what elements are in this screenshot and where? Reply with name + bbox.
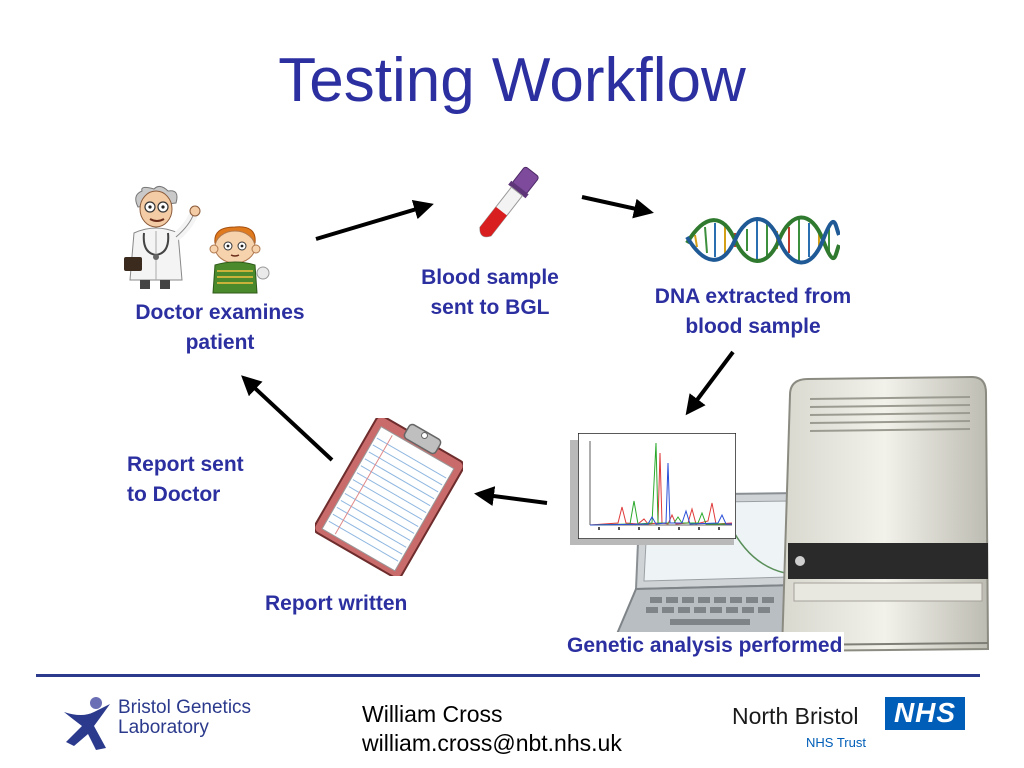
analysis-step-label: Genetic analysis performed xyxy=(565,632,845,660)
blood-label-line1: Blood sample xyxy=(421,266,559,289)
contact-email[interactable]: william.cross@nbt.nhs.uk xyxy=(362,730,622,756)
report-written-label: Report written xyxy=(265,592,408,615)
footer-contact: William Cross william.cross@nbt.nhs.uk xyxy=(362,700,622,758)
footer-rule xyxy=(36,674,980,677)
dna-step-label: DNA extracted from blood sample xyxy=(618,282,888,342)
slide-title: Testing Workflow xyxy=(278,46,746,115)
nhs-badge: NHS xyxy=(885,697,965,730)
bgl-line2: Laboratory xyxy=(118,717,209,738)
patient-icon xyxy=(209,226,270,294)
chromatogram-icon xyxy=(578,433,736,539)
bgl-line1: Bristol Genetics xyxy=(118,697,252,718)
arrow-dna-to-analysis xyxy=(685,350,735,416)
bgl-logo-icon xyxy=(64,697,110,750)
nhs-trust-subtitle: NHS Trust xyxy=(806,735,866,750)
sequencer-icon xyxy=(780,375,990,653)
report-sent-line1: Report sent xyxy=(127,453,244,476)
report-sent-label: Report sent to Doctor xyxy=(127,450,297,510)
dna-label-line1: DNA extracted from xyxy=(654,285,852,308)
doctor-step-label: Doctor examines patient xyxy=(100,298,340,358)
blood-tube-icon xyxy=(479,166,539,238)
arrow-doctor-to-blood xyxy=(315,199,434,241)
contact-name: William Cross xyxy=(362,701,503,727)
arrow-blood-to-dna xyxy=(581,195,654,219)
trust-name: North Bristol xyxy=(732,703,859,729)
arrow-analysis-to-report xyxy=(474,486,548,506)
doctor-icon xyxy=(124,185,201,289)
clipboard-icon xyxy=(315,418,463,576)
arrow-report-to-doctor xyxy=(241,375,334,462)
doctor-label-line1: Doctor examines xyxy=(135,301,305,324)
dna-helix-icon xyxy=(685,215,840,265)
blood-step-label: Blood sample sent to BGL xyxy=(378,263,602,323)
blood-label-line2: sent to BGL xyxy=(430,296,550,319)
dna-label-line2: blood sample xyxy=(685,315,821,338)
report-sent-line2: to Doctor xyxy=(127,483,221,506)
doctor-label-line2: patient xyxy=(185,331,255,354)
bgl-logo-text: Bristol Genetics Laboratory xyxy=(118,698,251,738)
